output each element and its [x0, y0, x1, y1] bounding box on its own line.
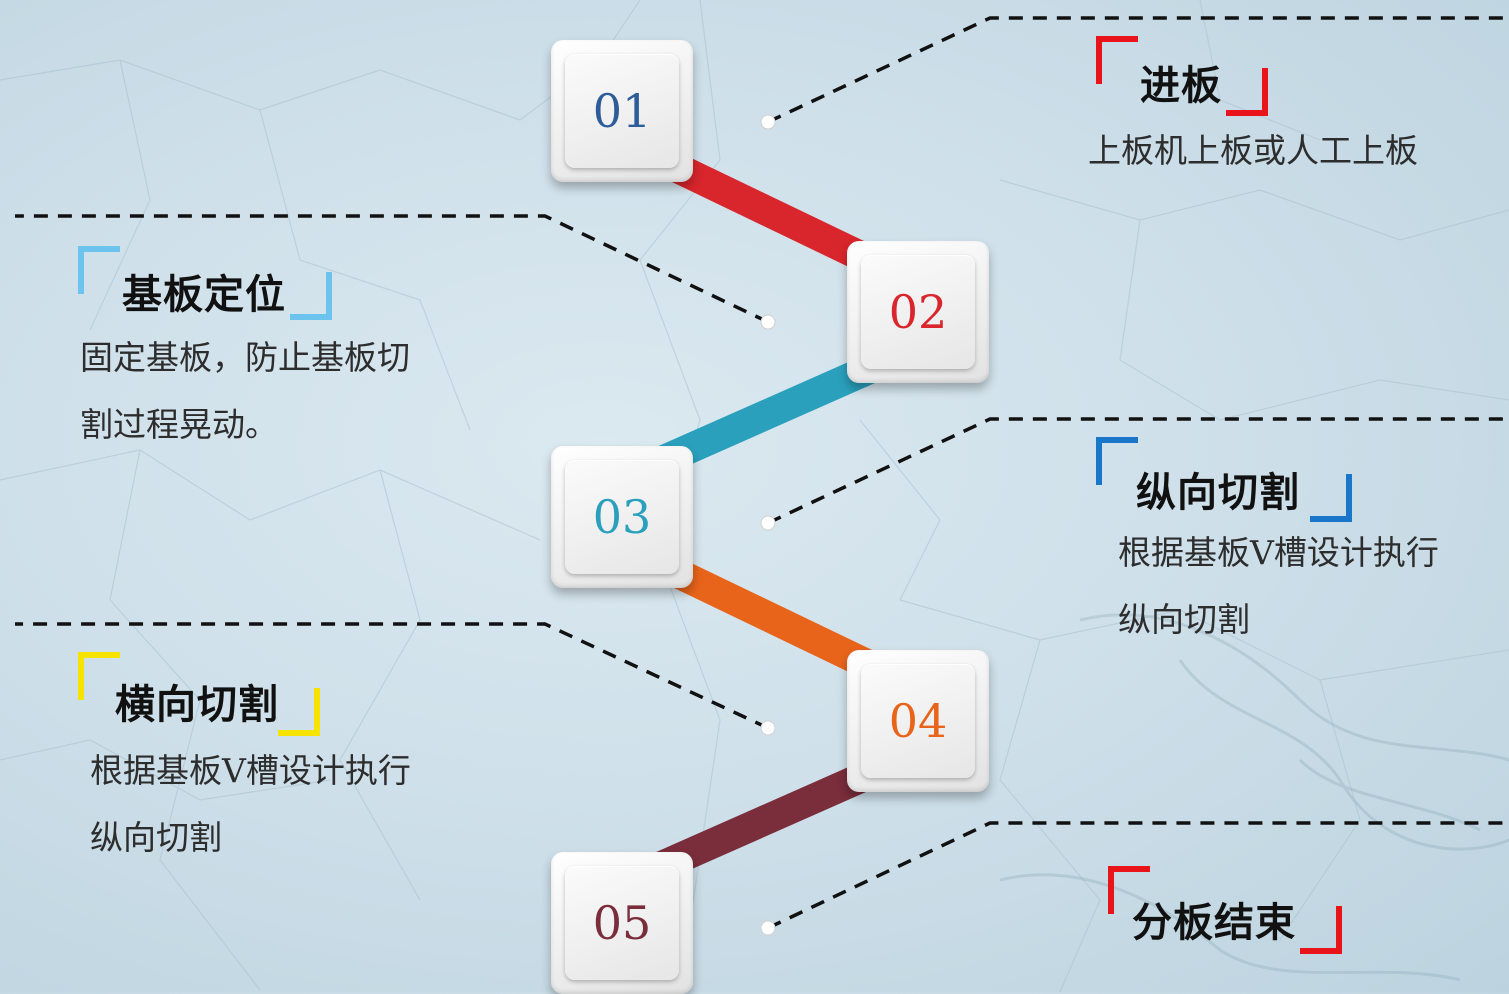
step-number-01: 01 [565, 54, 679, 168]
leader-line-03 [767, 417, 1509, 525]
close-bracket-04 [278, 688, 320, 736]
step-title-04: 横向切割 [115, 682, 279, 728]
step-title-02: 基板定位 [122, 272, 286, 318]
step-tile-05: 05 [551, 852, 693, 994]
step-desc-02-line-2: 割过程晃动。 [80, 405, 278, 444]
close-bracket-03 [1310, 474, 1352, 522]
close-bracket-02 [290, 272, 332, 320]
leader-line-01 [767, 16, 1509, 124]
open-bracket-04 [78, 652, 120, 700]
leader-dot-03 [760, 515, 776, 531]
step-number-02: 02 [861, 255, 975, 369]
step-title-01: 进板 [1140, 63, 1222, 109]
step-tile-02: 02 [847, 241, 989, 383]
step-desc-01-line-1: 上板机上板或人工上板 [1088, 131, 1418, 170]
close-bracket-01 [1226, 68, 1268, 116]
close-bracket-05 [1300, 906, 1342, 954]
leader-dot-05 [760, 920, 776, 936]
step-desc-03-line-1: 根据基板V槽设计执行 [1118, 533, 1439, 572]
open-bracket-02 [78, 246, 120, 294]
open-bracket-03 [1096, 437, 1138, 485]
step-desc-04-line-1: 根据基板V槽设计执行 [90, 751, 411, 790]
open-bracket-01 [1096, 36, 1138, 84]
step-desc-03-line-2: 纵向切割 [1118, 600, 1250, 639]
step-number-05: 05 [565, 866, 679, 980]
leader-dot-04 [760, 720, 776, 736]
leader-line-04 [15, 622, 769, 730]
open-bracket-05 [1108, 866, 1150, 914]
step-desc-04-line-2: 纵向切割 [90, 818, 222, 857]
step-number-04: 04 [861, 664, 975, 778]
leader-line-02 [15, 214, 769, 324]
step-desc-02-line-1: 固定基板，防止基板切 [80, 338, 410, 377]
leader-line-05 [767, 821, 1509, 930]
step-number-03: 03 [565, 460, 679, 574]
step-tile-04: 04 [847, 650, 989, 792]
leader-dot-01 [760, 114, 776, 130]
step-title-03: 纵向切割 [1136, 470, 1300, 516]
leader-dot-02 [760, 314, 776, 330]
step-title-05: 分板结束 [1132, 900, 1296, 946]
step-tile-03: 03 [551, 446, 693, 588]
step-tile-01: 01 [551, 40, 693, 182]
